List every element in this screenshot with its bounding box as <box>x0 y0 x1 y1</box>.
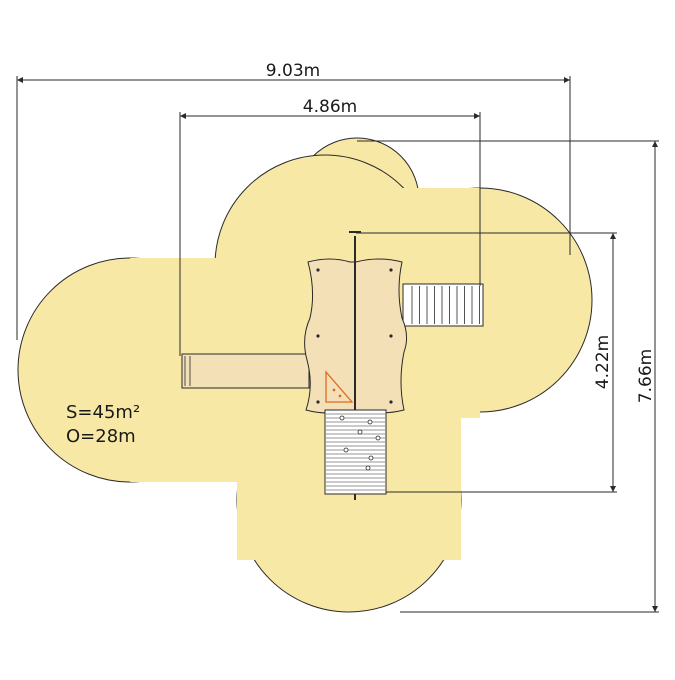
dimension-overall-height: 7.66m <box>357 140 659 613</box>
surface-area-label: S=45m² <box>66 402 140 423</box>
inner-height-label: 4.22m <box>593 335 613 389</box>
climbing-wall-slats <box>326 413 385 491</box>
overall-width-label: 9.03m <box>266 61 320 81</box>
dimension-inner-height: 4.22m <box>356 232 617 493</box>
climbing-holds <box>339 415 381 471</box>
slide <box>181 353 310 389</box>
area-notes: S=45m² O=28m <box>66 402 140 447</box>
climbing-wall <box>324 409 387 495</box>
ladder-rungs <box>411 286 480 324</box>
ladder-right <box>402 283 484 327</box>
perimeter-label: O=28m <box>66 426 136 447</box>
inner-width-label: 4.86m <box>303 97 357 117</box>
orange-panel <box>325 370 354 403</box>
dimension-overall-width: 9.03m <box>16 61 571 340</box>
overall-height-label: 7.66m <box>636 349 656 403</box>
